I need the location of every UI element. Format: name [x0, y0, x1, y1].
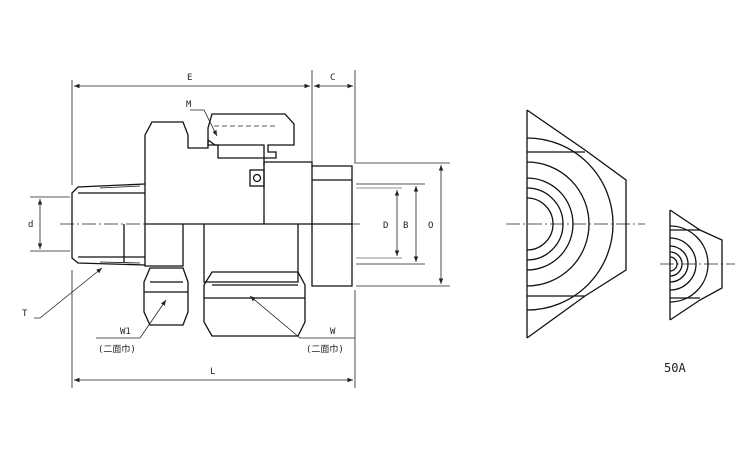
union-sleeve: [263, 161, 353, 287]
union-body: [144, 121, 265, 225]
leader-w: [249, 295, 355, 339]
dim-label-o: O: [428, 221, 433, 231]
threaded-tail: [71, 183, 146, 266]
end-view-large: [506, 109, 645, 339]
hex-nut-w1: [143, 267, 189, 326]
leader-w1: [96, 299, 167, 339]
leader-t: [34, 267, 103, 319]
dim-label-t: T: [22, 309, 28, 319]
dim-note-w1: (二面巾): [98, 343, 136, 355]
dim-label-m: M: [186, 100, 192, 110]
end-view-small: 50A: [660, 209, 735, 375]
dim-label-w: W: [330, 327, 336, 337]
dim-label-b: B: [403, 221, 408, 231]
dim-label-l: L: [210, 367, 215, 377]
dim-label-d: d: [28, 220, 33, 230]
dim-label-e: E: [187, 73, 192, 83]
set-screw-icon: [252, 173, 262, 183]
view-caption-50a: 50A: [664, 361, 686, 375]
body-lower-section: [144, 224, 299, 283]
dim-label-d-cap: D: [383, 221, 388, 231]
leader-m: [190, 109, 218, 137]
side-view: E C M d D B O T W1 (二面巾) W (二面: [22, 70, 450, 388]
union-nut-upper: [207, 113, 295, 159]
dim-label-w1: W1: [120, 327, 131, 337]
dim-note-w: (二面巾): [306, 343, 344, 355]
dim-label-c: C: [330, 73, 335, 83]
